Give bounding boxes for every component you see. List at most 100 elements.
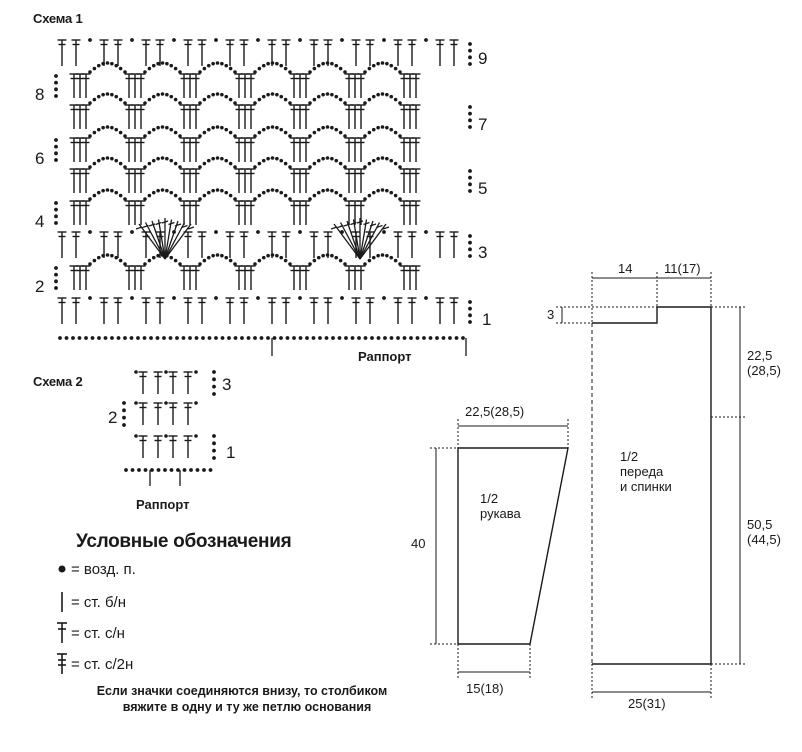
chain-arch xyxy=(151,127,156,132)
treble-fan-stitch xyxy=(138,223,166,260)
chain-arch xyxy=(308,70,312,74)
treble-fan-crossbar xyxy=(369,223,377,227)
chain-arch xyxy=(393,130,398,135)
chain-arch xyxy=(385,61,389,66)
foundation-chain xyxy=(189,468,193,472)
chain-arch xyxy=(283,97,288,102)
chain-arch xyxy=(330,188,334,193)
chain-arch xyxy=(261,94,266,99)
chain-arch xyxy=(321,61,325,66)
chain-arch xyxy=(338,66,343,71)
sleeve-label-line1: 1/2 xyxy=(480,491,499,506)
chain-arch xyxy=(233,134,237,138)
chain-stitch xyxy=(88,230,92,234)
chain-stitch xyxy=(256,38,260,42)
chain-stitch xyxy=(424,296,428,300)
chain-arch xyxy=(220,156,224,161)
chain-arch xyxy=(233,165,237,169)
turning-chain xyxy=(54,279,58,284)
chain-arch xyxy=(376,61,380,66)
turning-chain xyxy=(54,214,58,219)
chain-arch xyxy=(334,190,339,195)
chain-arch xyxy=(371,94,376,99)
chain-arch xyxy=(266,92,270,97)
chain-arch xyxy=(308,101,312,105)
turning-chain xyxy=(468,306,472,311)
chain-arch xyxy=(275,125,279,130)
body-side-height: 50,5 (44,5) xyxy=(747,517,781,548)
foundation-chain xyxy=(220,336,225,340)
chain-arch xyxy=(253,197,257,201)
foundation-chain xyxy=(318,336,322,340)
chain-arch xyxy=(151,63,156,68)
chain-arch xyxy=(224,63,229,68)
foundation-chain xyxy=(194,336,199,340)
chain-stitch xyxy=(130,230,134,234)
foundation-chain xyxy=(103,336,108,340)
chain-arch xyxy=(160,92,165,96)
legend-chain-dot xyxy=(58,565,66,573)
scheme1-row-label-7: 7 xyxy=(478,115,488,134)
chain-arch xyxy=(228,193,233,198)
turning-chain xyxy=(468,189,472,193)
turning-chain xyxy=(54,144,58,149)
foundation-chain xyxy=(110,336,114,340)
body-armhole-height-line2: (28,5) xyxy=(747,362,781,378)
foundation-chain xyxy=(71,336,75,340)
chain-arch xyxy=(156,188,160,193)
legend-note-line2: вяжите в одну и ту же петлю основания xyxy=(122,700,372,715)
chain-arch xyxy=(275,253,279,258)
chain-arch xyxy=(279,127,284,132)
foundation-chain xyxy=(422,336,426,340)
treble-fan-stitch xyxy=(157,219,166,260)
chain-arch xyxy=(338,97,343,102)
foundation-chain xyxy=(389,336,394,340)
chain-arch xyxy=(110,125,114,130)
chain-arch xyxy=(343,262,347,266)
chain-arch xyxy=(266,156,270,161)
chain-arch xyxy=(114,190,119,195)
chain-arch xyxy=(308,262,312,266)
foundation-chain xyxy=(116,336,121,340)
chain-arch xyxy=(261,63,266,68)
chain-arch xyxy=(257,193,262,198)
turning-chain xyxy=(468,125,472,129)
turning-chain xyxy=(54,266,58,270)
chain-arch xyxy=(224,94,229,99)
chain-arch xyxy=(206,63,211,68)
chain-arch xyxy=(198,197,202,201)
chain-stitch xyxy=(340,38,344,42)
foundation-chain xyxy=(383,336,387,340)
chain-arch xyxy=(173,161,178,166)
chain-arch xyxy=(312,130,317,135)
foundation-chain xyxy=(240,336,244,340)
foundation-chain xyxy=(195,468,200,472)
foundation-chain xyxy=(461,336,465,340)
body-armhole-height-line1: 22,5 xyxy=(747,348,773,363)
turning-chain xyxy=(468,254,472,258)
turning-chain xyxy=(212,370,216,374)
chain-arch xyxy=(253,101,257,105)
turning-chain xyxy=(54,201,58,205)
chain-arch xyxy=(275,156,279,161)
chain-arch xyxy=(105,188,110,192)
chain-arch xyxy=(206,127,211,132)
turning-chain xyxy=(468,111,472,116)
chain-arch xyxy=(211,125,215,130)
turning-chain xyxy=(54,94,58,98)
chain-arch xyxy=(156,253,160,258)
chain-arch xyxy=(114,63,119,68)
foundation-chain xyxy=(305,336,309,340)
chain-stitch xyxy=(424,38,428,42)
chain-arch xyxy=(178,70,182,74)
chain-arch xyxy=(389,127,394,132)
chain-arch xyxy=(202,161,207,166)
chain-arch xyxy=(169,255,174,260)
chain-arch xyxy=(178,262,182,266)
chain-arch xyxy=(283,66,288,71)
chain-arch xyxy=(123,101,127,105)
chain-arch xyxy=(389,94,394,99)
chain-arch xyxy=(160,125,165,129)
sleeve-outline xyxy=(457,447,569,645)
chain-arch xyxy=(220,188,224,193)
